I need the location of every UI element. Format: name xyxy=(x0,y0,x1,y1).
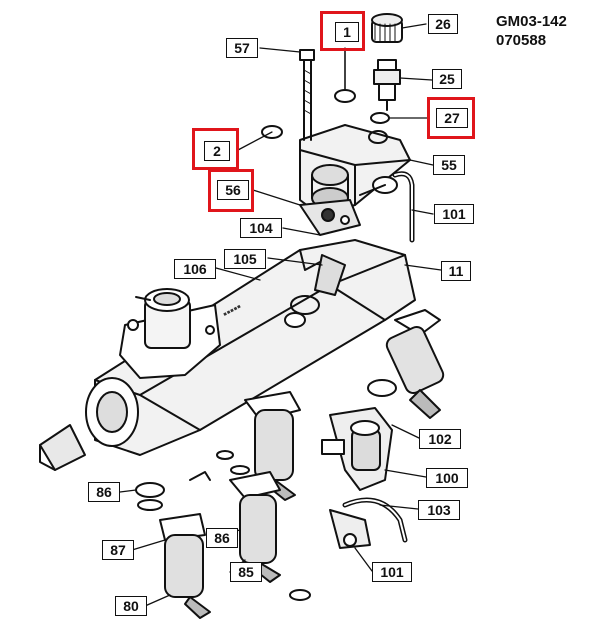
fuel-line-upper xyxy=(359,171,415,243)
upper-housing xyxy=(299,124,411,236)
part-label-100: 100 xyxy=(426,468,468,488)
highlight-box-56 xyxy=(208,169,254,212)
part-label-80: 80 xyxy=(115,596,147,616)
part-label-104: 104 xyxy=(240,218,282,238)
part-label-27: 27 xyxy=(436,108,468,128)
injector-80 xyxy=(159,513,211,619)
leader-lines xyxy=(119,23,442,607)
diagram-date-code: 070588 xyxy=(496,32,547,49)
part-label-102: 102 xyxy=(419,429,461,449)
part-label-101-upper: 101 xyxy=(434,204,474,224)
injector-100 xyxy=(321,379,397,491)
o-rings-top xyxy=(261,49,388,144)
highlight-box-1 xyxy=(320,11,365,51)
bolt-57 xyxy=(299,49,315,141)
highlight-box-27 xyxy=(427,97,475,139)
part-label-55: 55 xyxy=(433,155,465,175)
part-label-57: 57 xyxy=(226,38,258,58)
part-label-106: 106 xyxy=(174,259,216,279)
part-label-11: 11 xyxy=(441,261,471,281)
highlight-box-2 xyxy=(192,128,239,170)
part-label-86-left: 86 xyxy=(88,482,120,502)
fuel-line-lower xyxy=(329,497,408,549)
part-label-25: 25 xyxy=(432,69,462,89)
part-label-26: 26 xyxy=(428,14,458,34)
part-label-56: 56 xyxy=(217,180,249,200)
part-label-85: 85 xyxy=(230,562,262,582)
cap-and-valve xyxy=(370,13,403,124)
injector-right-upper xyxy=(385,309,445,419)
part-label-105: 105 xyxy=(224,249,266,269)
part-label-86-right: 86 xyxy=(206,528,238,548)
part-label-87: 87 xyxy=(102,540,134,560)
part-label-103: 103 xyxy=(418,500,460,520)
part-label-101-lower: 101 xyxy=(372,562,412,582)
pressure-regulator xyxy=(119,288,221,379)
part-label-1: 1 xyxy=(335,22,359,42)
diagram-code: GM03-142 xyxy=(496,13,567,30)
injector-85 xyxy=(229,391,301,583)
part-label-2: 2 xyxy=(204,141,230,161)
clips xyxy=(135,450,311,601)
